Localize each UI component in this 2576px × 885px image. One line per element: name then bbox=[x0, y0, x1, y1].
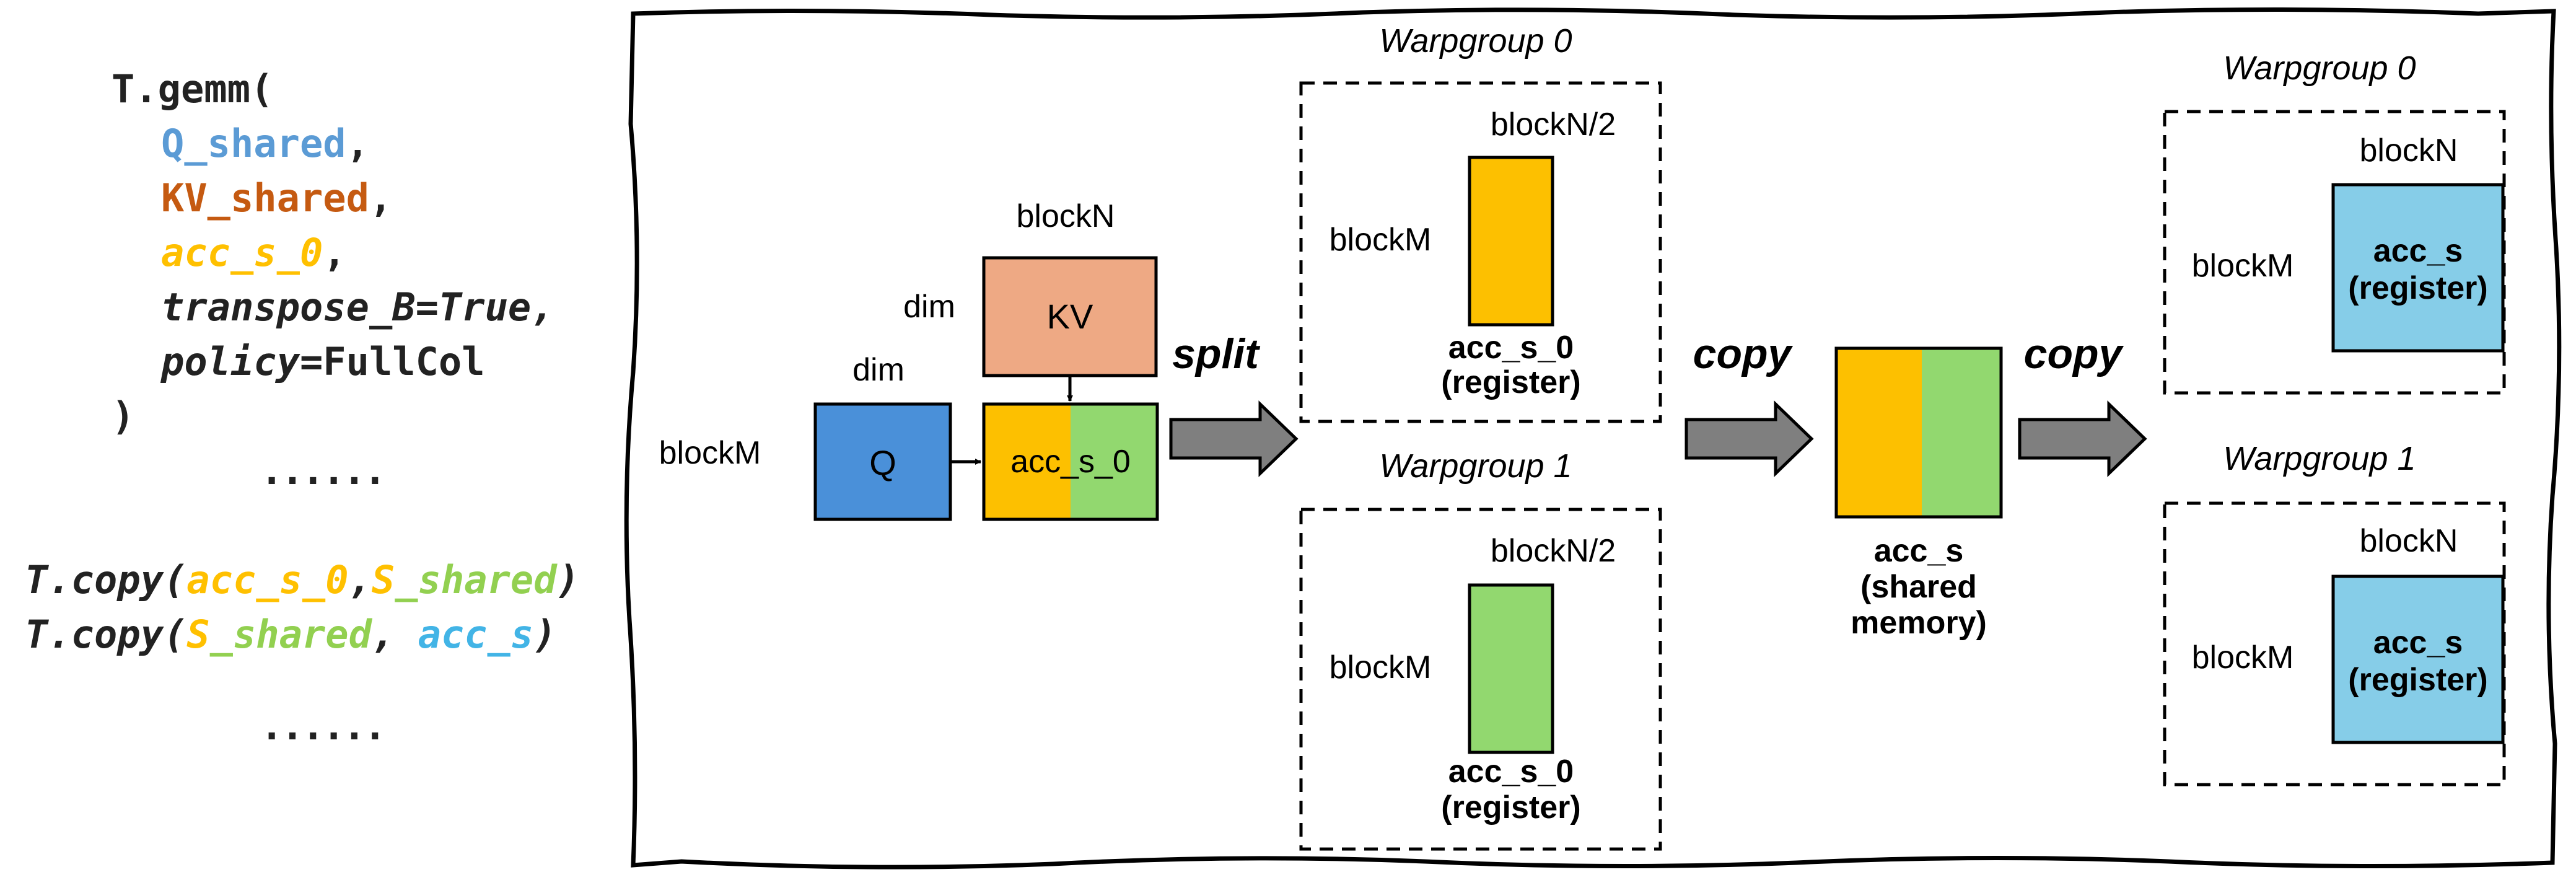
shared-acc-s-box bbox=[1834, 346, 2003, 519]
warpgroup-0-acc-s-0-register bbox=[1468, 156, 1554, 327]
copy-arrow-2 bbox=[2018, 400, 2147, 477]
code-arg-q-shared: Q_shared bbox=[161, 121, 346, 166]
warpgroup-0-split: Warpgroup 0 blockN/2 blockM acc_s_0 (reg… bbox=[1299, 22, 1662, 423]
code-ellipsis-2: ...... bbox=[260, 703, 387, 749]
code-copy-2-arg-1-s: S bbox=[186, 612, 210, 657]
split-arrow-label: split bbox=[1172, 330, 1260, 377]
code-copy-2-arg-2: acc_s bbox=[418, 612, 534, 657]
split-arrow bbox=[1169, 400, 1299, 477]
warpgroup-1-acc-s-register bbox=[2331, 575, 2505, 744]
code-copy-1-call: T.copy( bbox=[25, 557, 187, 602]
shared-acc-s-line2: (shared bbox=[1860, 569, 1977, 605]
wavy-frame bbox=[624, 7, 2562, 870]
code-line-copy-1: T.copy(acc_s_0,S_shared) bbox=[25, 553, 632, 607]
code-listing: T.gemm( Q_shared, KV_shared, acc_s_0, tr… bbox=[25, 62, 632, 754]
code-copy-2-close: ) bbox=[533, 612, 557, 657]
warpgroup-1-final-blockm-label: blockM bbox=[2192, 640, 2294, 676]
warpgroup-0-split-reg-name: acc_s_0 bbox=[1448, 330, 1574, 366]
copy-arrow-1 bbox=[1684, 400, 1814, 477]
code-arg-transpose-b: transpose_B=True, bbox=[161, 284, 554, 330]
warpgroup-0-split-frame bbox=[1299, 81, 1662, 423]
split-arrow-group: split bbox=[1169, 330, 1299, 477]
warpgroup-0-split-reg-sub: (register) bbox=[1441, 364, 1580, 400]
code-comma: , bbox=[346, 121, 369, 166]
code-ellipsis: ...... bbox=[260, 448, 387, 493]
warpgroup-0-split-title: Warpgroup 0 bbox=[1379, 22, 1572, 59]
gemm-blockm-label: blockM bbox=[659, 435, 761, 471]
warpgroup-0-final-title: Warpgroup 0 bbox=[2223, 50, 2416, 87]
shared-acc-s-yellow-half bbox=[1836, 348, 1922, 517]
code-arg-policy-keyword: policy bbox=[161, 339, 300, 384]
code-gemm-call: T.gemm( bbox=[112, 66, 274, 112]
kv-blockn-label: blockN bbox=[1017, 198, 1115, 234]
warpgroup-1-final: Warpgroup 1 blockN blockM acc_s (registe… bbox=[2163, 440, 2506, 786]
q-dim-label: dim bbox=[852, 352, 905, 388]
shared-acc-s-green-half bbox=[1922, 348, 2001, 517]
code-line-kv-shared: KV_shared, bbox=[161, 171, 632, 226]
code-line-copy-2: T.copy(S_shared, acc_s) bbox=[25, 607, 632, 662]
copy-arrow-2-group: copy bbox=[2018, 330, 2147, 477]
code-copy-1-arg-2-s: S bbox=[371, 557, 395, 602]
code-close-paren: ) bbox=[112, 394, 135, 439]
kv-box-label: KV bbox=[1047, 297, 1093, 336]
warpgroup-0-acc-s-register-name: acc_s bbox=[2373, 233, 2463, 269]
warpgroup-1-acc-s-register-sub: (register) bbox=[2348, 662, 2487, 698]
warpgroup-0-acc-s-register-sub: (register) bbox=[2348, 270, 2487, 306]
code-arg-policy-equals: = bbox=[299, 339, 323, 384]
warpgroup-0-acc-s-register bbox=[2331, 183, 2505, 353]
warpgroup-1-final-title: Warpgroup 1 bbox=[2223, 440, 2416, 477]
code-line-ellipsis-2: ...... bbox=[260, 699, 632, 754]
code-comma: , bbox=[369, 175, 393, 221]
warpgroup-1-split-reg-name: acc_s_0 bbox=[1448, 754, 1574, 790]
copy-arrow-1-label: copy bbox=[1693, 330, 1794, 377]
code-copy-1-arg-2-shared: _shared bbox=[395, 557, 557, 602]
code-copy-2-sep: , bbox=[371, 612, 418, 657]
warpgroup-1-split-reg-sub: (register) bbox=[1441, 790, 1580, 826]
shared-acc-s-name: acc_s bbox=[1874, 533, 1964, 569]
code-copy-1-sep: , bbox=[348, 557, 372, 602]
warpgroup-1-acc-s-register-name: acc_s bbox=[2373, 625, 2463, 661]
acc-s-0-box-label: acc_s_0 bbox=[1010, 444, 1131, 480]
warpgroup-0-split-blockm-label: blockM bbox=[1330, 222, 1432, 258]
copy-arrow-2-label: copy bbox=[2024, 330, 2124, 377]
kv-dim-label: dim bbox=[903, 289, 955, 325]
acc-s-0-yellow-half bbox=[984, 404, 1071, 519]
warpgroup-0-final: Warpgroup 0 blockN blockM acc_s (registe… bbox=[2163, 50, 2506, 395]
code-copy-2-arg-1-shared: _shared bbox=[209, 612, 372, 657]
warpgroup-0-split-blockn-label: blockN/2 bbox=[1491, 107, 1616, 143]
code-line-acc-s-0: acc_s_0, bbox=[161, 226, 632, 280]
copy-arrow-1-group: copy bbox=[1684, 330, 1814, 477]
code-copy-2-call: T.copy( bbox=[25, 612, 187, 657]
code-arg-policy-value: FullCol bbox=[323, 339, 485, 384]
warpgroup-1-split: Warpgroup 1 blockN/2 blockM acc_s_0 (reg… bbox=[1299, 447, 1662, 851]
kv-box bbox=[982, 256, 1158, 377]
code-arg-kv-shared: KV_shared bbox=[161, 175, 369, 221]
q-box bbox=[813, 402, 952, 521]
warpgroup-1-split-title: Warpgroup 1 bbox=[1379, 447, 1572, 485]
code-copy-1-close: ) bbox=[556, 557, 580, 602]
warpgroup-1-final-blockn-label: blockN bbox=[2360, 523, 2458, 559]
acc-s-0-box bbox=[982, 402, 1159, 521]
code-line-gemm-open: T.gemm( bbox=[112, 62, 632, 117]
q-box-label: Q bbox=[869, 443, 896, 482]
warpgroup-1-split-blockn-label: blockN/2 bbox=[1491, 533, 1616, 569]
warpgroup-0-final-blockn-label: blockN bbox=[2360, 133, 2458, 169]
warpgroup-1-acc-s-0-register bbox=[1468, 583, 1554, 754]
warpgroup-1-split-blockm-label: blockM bbox=[1330, 649, 1432, 685]
code-line-close-paren: ) bbox=[112, 389, 632, 444]
code-line-ellipsis: ...... bbox=[260, 444, 632, 498]
code-arg-acc-s-0: acc_s_0 bbox=[161, 230, 323, 275]
code-line-policy: policy=FullCol bbox=[161, 335, 632, 389]
code-line-transpose-b: transpose_B=True, bbox=[161, 280, 632, 335]
shared-acc-s-group: acc_s (shared memory) bbox=[1834, 346, 2003, 641]
shared-acc-s-line3: memory) bbox=[1851, 605, 1987, 641]
code-copy-1-arg-1: acc_s_0 bbox=[186, 557, 349, 602]
gemm-block: blockN dim KV dim blockM Q acc_s_0 bbox=[659, 198, 1159, 521]
code-comma: , bbox=[323, 230, 346, 275]
acc-s-0-green-half bbox=[1071, 404, 1157, 519]
code-line-q-shared: Q_shared, bbox=[161, 117, 632, 171]
warpgroup-0-final-blockm-label: blockM bbox=[2192, 248, 2294, 284]
warpgroup-1-split-frame bbox=[1299, 508, 1662, 851]
